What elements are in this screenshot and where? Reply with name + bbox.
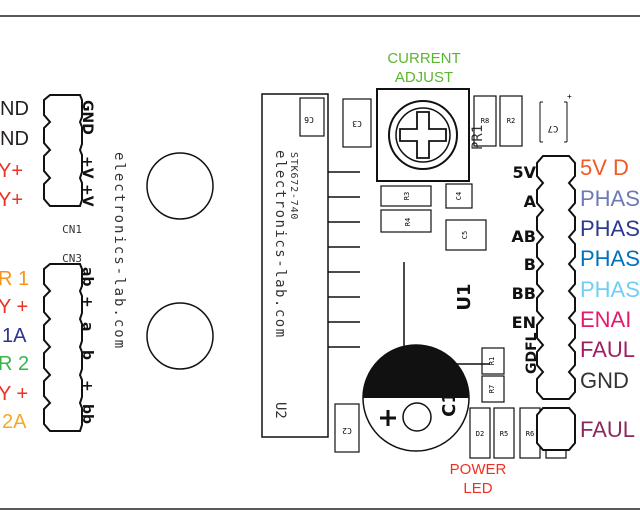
pr1-cross-slot-icon xyxy=(399,111,447,159)
r5-outline xyxy=(493,407,515,459)
cn3-pin-2: + xyxy=(79,296,95,308)
r7-label: R7 xyxy=(488,385,496,393)
left-label-7: 1A xyxy=(2,325,27,347)
left-label-3: Y+ xyxy=(0,160,23,182)
r7-outline xyxy=(481,375,505,403)
right-pin-a: A xyxy=(524,192,537,211)
c1-plus-marker xyxy=(402,402,432,432)
c1-stripe xyxy=(363,345,469,398)
c5-label: C5 xyxy=(461,231,469,239)
left-label-4: Y+ xyxy=(0,189,23,211)
right-pin-bb: BB xyxy=(512,284,536,303)
right-pin-b: B xyxy=(524,255,536,274)
c6-label: C6 xyxy=(304,115,314,124)
c3-outline xyxy=(342,98,372,148)
cn3-pin-3: a xyxy=(79,322,95,331)
right-label-4: PHAS xyxy=(580,246,640,271)
power-led-label-1: POWER xyxy=(450,461,507,478)
u1-label: U1 xyxy=(454,283,475,310)
site-text-board: electronics-lab.com xyxy=(272,150,288,339)
u2-module-outline xyxy=(261,93,329,438)
r1-outline xyxy=(481,347,505,375)
mounting-hole-bottom xyxy=(146,302,214,370)
d2-label: D2 xyxy=(476,430,484,438)
c2-outline xyxy=(334,403,360,453)
current-adjust-label-1: CURRENT xyxy=(387,50,460,67)
u2-label: U2 xyxy=(272,402,288,419)
c7-label: C7 xyxy=(548,123,559,133)
cn3-pin-6: bb xyxy=(79,404,95,424)
right-connector xyxy=(536,155,576,451)
right-label-7: FAUL xyxy=(580,337,635,362)
right-label-6: ENAI xyxy=(580,307,631,332)
current-adjust-label-2: ADJUST xyxy=(395,69,453,86)
r6-label: R6 xyxy=(526,430,534,438)
left-label-2: ND xyxy=(0,128,29,150)
c7-plus: + xyxy=(567,92,572,101)
right-label-5: PHAS xyxy=(580,277,640,302)
r2-outline xyxy=(499,95,523,147)
cn3-label: CN3 xyxy=(62,252,82,265)
c5-outline xyxy=(445,219,487,251)
cn3-pin-4: b xyxy=(79,350,95,360)
cn1-pin-1: GND xyxy=(79,100,95,135)
r3-outline xyxy=(380,185,432,207)
r3-label: R3 xyxy=(403,192,411,200)
c6-outline xyxy=(299,97,325,137)
site-text-middle: electronics-lab.com xyxy=(111,152,127,350)
stk-part-label: STK672-740 xyxy=(288,152,299,220)
c4-outline xyxy=(445,183,473,209)
c3-label: C3 xyxy=(352,119,362,128)
cn1-pin-4: +V xyxy=(79,184,95,207)
left-label-6: Y + xyxy=(0,296,28,318)
right-label-9: FAUL xyxy=(580,417,635,442)
right-pin-gdfl: GDFL xyxy=(524,332,540,374)
left-label-9: Y + xyxy=(0,383,28,405)
r5-label: R5 xyxy=(500,430,508,438)
r4-outline xyxy=(380,209,432,233)
c2-label: C2 xyxy=(342,426,352,435)
cn3-pin-1: ab xyxy=(79,267,95,286)
pr1-dial[interactable] xyxy=(388,100,458,170)
left-label-8: R 2 xyxy=(0,353,29,375)
cn3-connector xyxy=(43,263,83,432)
d2-outline xyxy=(469,407,491,459)
cn1-label: CN1 xyxy=(62,223,82,236)
c7-outline xyxy=(539,101,568,143)
power-led-label-2: LED xyxy=(463,480,492,497)
right-label-8: GND xyxy=(580,368,629,393)
right-label-3: PHAS xyxy=(580,216,640,241)
pr1-dial-inner xyxy=(395,107,451,163)
left-label-1: ND xyxy=(0,98,29,120)
r4-label: R4 xyxy=(404,218,412,226)
c1-label: C1 xyxy=(439,391,460,417)
pr1-outline xyxy=(376,88,470,182)
left-label-10: 2A xyxy=(2,411,27,433)
cn3-pin-5: + xyxy=(79,380,95,392)
r1-label: R1 xyxy=(488,357,496,365)
mounting-hole-top xyxy=(146,152,214,220)
r8-outline xyxy=(473,95,497,147)
r2-label: R2 xyxy=(507,117,515,125)
r8-label: R8 xyxy=(481,117,489,125)
left-label-5: R 1 xyxy=(0,268,29,290)
right-pin-ab: AB xyxy=(511,227,536,246)
cn1-connector xyxy=(43,94,83,207)
c4-label: C4 xyxy=(455,192,463,200)
right-pin-5v: 5V xyxy=(512,163,536,182)
cn1-pin-3: +V xyxy=(79,156,95,179)
right-pin-en: EN xyxy=(512,313,536,332)
u2-leads xyxy=(328,171,360,348)
right-label-2: PHAS xyxy=(580,186,640,211)
right-label-1: 5V D xyxy=(580,155,629,180)
